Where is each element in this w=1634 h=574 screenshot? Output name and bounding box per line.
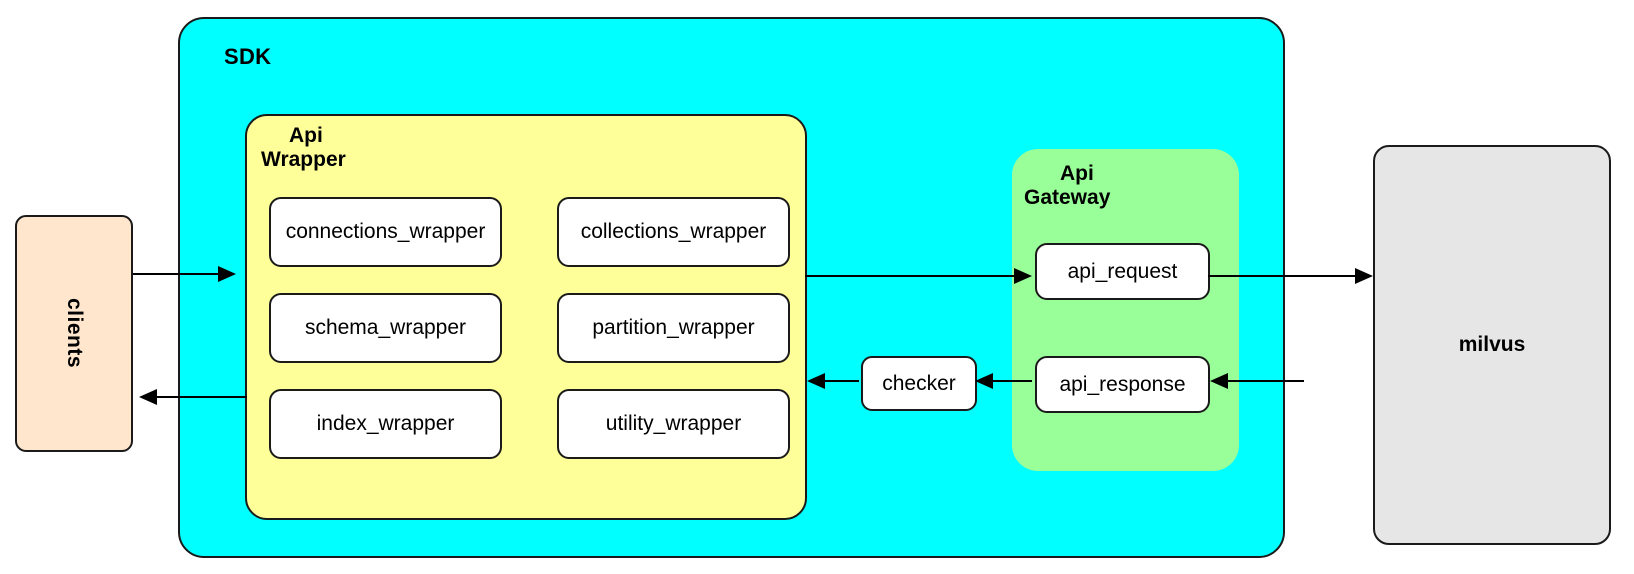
api-gateway-label: Api Gateway <box>1024 162 1224 210</box>
module-partition-wrapper[interactable]: partition_wrapper <box>557 293 790 363</box>
api-wrapper-label-line1: Api <box>289 124 323 147</box>
sdk-container: SDK Api Wrapper connections_wrapper coll… <box>178 17 1285 558</box>
sdk-label: SDK <box>224 44 272 69</box>
api-gateway-label-line1: Api <box>1060 162 1094 185</box>
module-schema-wrapper[interactable]: schema_wrapper <box>269 293 502 363</box>
api-gateway-label-line2: Gateway <box>1024 186 1111 210</box>
module-connections-wrapper[interactable]: connections_wrapper <box>269 197 502 267</box>
api-wrapper-label: Api Wrapper <box>261 124 421 172</box>
clients-label: clients <box>63 298 86 369</box>
api-wrapper-container: Api Wrapper connections_wrapper collecti… <box>245 114 807 520</box>
module-index-wrapper[interactable]: index_wrapper <box>269 389 502 459</box>
module-utility-wrapper[interactable]: utility_wrapper <box>557 389 790 459</box>
module-api-response[interactable]: api_response <box>1035 356 1210 413</box>
module-api-request[interactable]: api_request <box>1035 243 1210 300</box>
api-wrapper-label-line2: Wrapper <box>261 148 346 172</box>
module-collections-wrapper[interactable]: collections_wrapper <box>557 197 790 267</box>
milvus-box[interactable]: milvus <box>1373 145 1611 545</box>
checker-box[interactable]: checker <box>861 356 977 411</box>
api-gateway-container: Api Gateway api_request api_response <box>1012 149 1239 471</box>
clients-box[interactable]: clients <box>15 215 133 452</box>
